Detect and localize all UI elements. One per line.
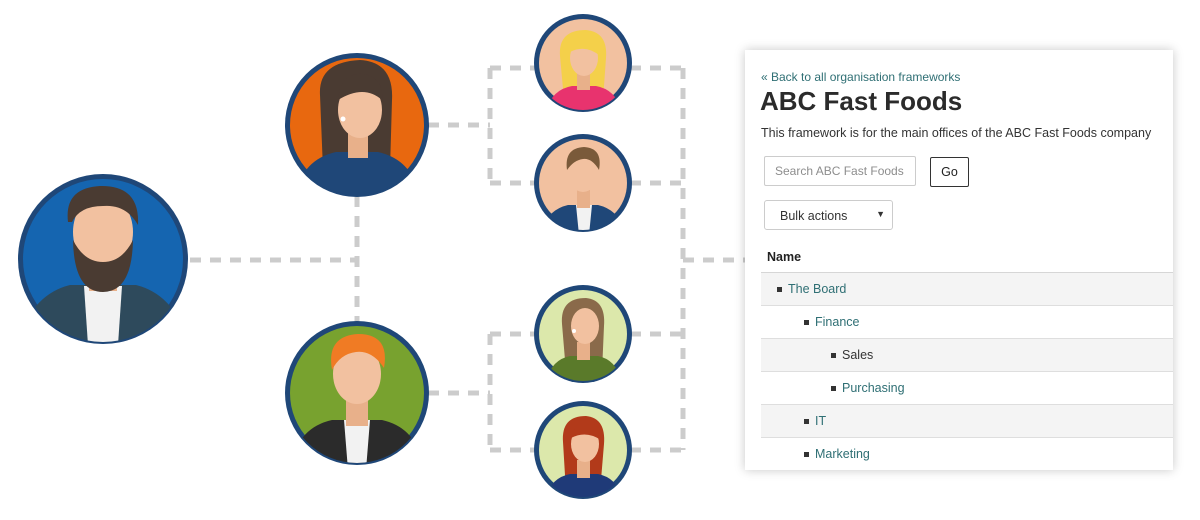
table-header: Name [761, 240, 1173, 273]
woman-blonde-avatar-icon [534, 14, 632, 112]
tree-row[interactable]: Marketing [761, 438, 1173, 470]
page-title: ABC Fast Foods [760, 86, 963, 116]
organisation-framework-panel: « Back to all organisation frameworks AB… [745, 50, 1173, 470]
tree-row-label[interactable]: Purchasing [842, 381, 905, 395]
bullet-icon [804, 419, 809, 424]
search-input[interactable] [764, 156, 916, 186]
tree-row-label[interactable]: The Board [788, 282, 847, 296]
woman-dark-hair-avatar-icon [285, 53, 429, 197]
tree-row[interactable]: Purchasing [761, 372, 1173, 405]
tree-row[interactable]: The Board [761, 273, 1173, 306]
tree-row: Sales [761, 339, 1173, 372]
caret-down-icon: ▼ [876, 209, 885, 219]
tree-row-label[interactable]: Finance [815, 315, 860, 329]
woman-brown-hair-avatar-icon [534, 285, 632, 383]
man-beard-avatar-icon [18, 174, 188, 344]
bulk-actions-select[interactable]: Bulk actions ▼ [764, 200, 893, 230]
bullet-icon [804, 320, 809, 325]
tree-row[interactable]: IT [761, 405, 1173, 438]
back-to-frameworks-link[interactable]: « Back to all organisation frameworks [761, 70, 961, 84]
tree-row[interactable]: Finance [761, 306, 1173, 339]
go-button[interactable]: Go [930, 157, 969, 187]
tree-row-label: Sales [842, 348, 874, 362]
tree-row-label[interactable]: IT [815, 414, 827, 428]
framework-description: This framework is for the main offices o… [761, 126, 1152, 140]
tree-row-label[interactable]: Marketing [815, 447, 870, 461]
bullet-icon [777, 287, 782, 292]
woman-red-hair-avatar-icon [534, 401, 632, 499]
bulk-actions-label: Bulk actions [780, 209, 848, 223]
man-brown-hair-avatar-icon [534, 134, 632, 232]
bullet-icon [804, 452, 809, 457]
bullet-icon [831, 353, 836, 358]
bullet-icon [831, 386, 836, 391]
man-ginger-hair-avatar-icon [285, 321, 429, 465]
connector-lines [190, 65, 745, 453]
column-header-name: Name [767, 250, 802, 264]
